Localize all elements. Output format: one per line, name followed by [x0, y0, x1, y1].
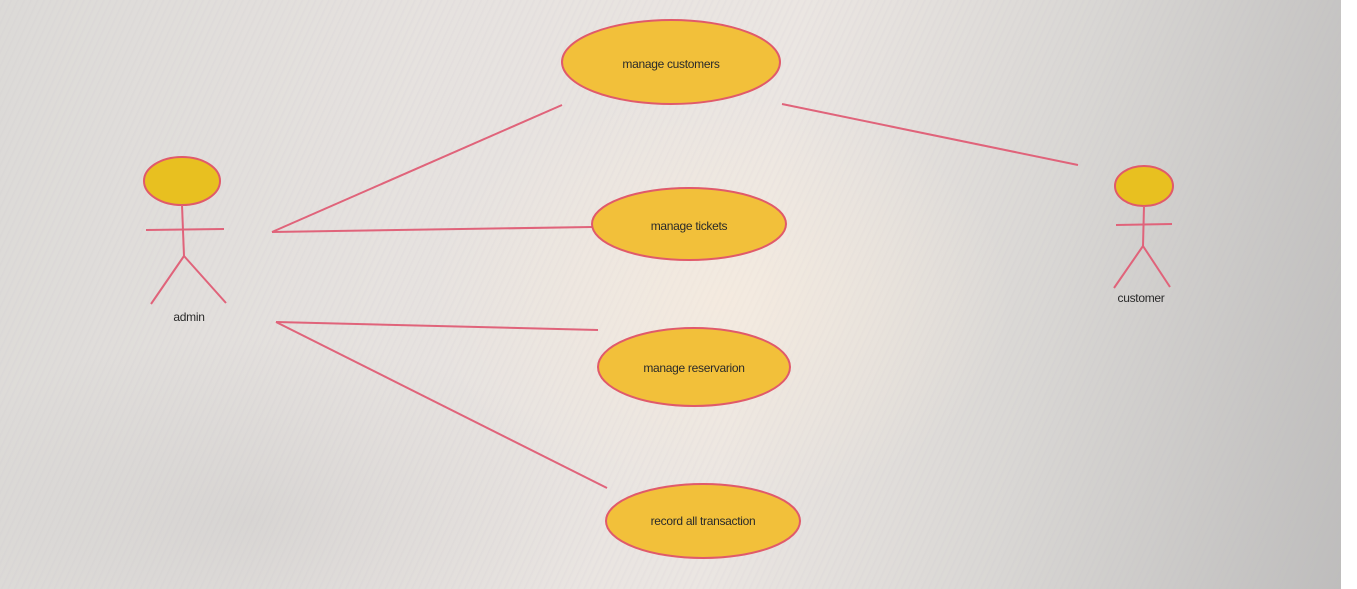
use-case-label: manage tickets: [651, 219, 728, 233]
use-case-label: manage reservarion: [643, 361, 744, 375]
actor-customer-left-leg: [1113, 245, 1144, 289]
use-case-manage-customers: manage customers: [561, 19, 781, 105]
actor-customer: customer: [1113, 165, 1174, 305]
actor-admin-label: admin: [173, 310, 204, 324]
actor-admin-arms: [145, 228, 225, 231]
actor-customer-label: customer: [1118, 291, 1165, 305]
association-admin-manage-reservation: [275, 321, 599, 331]
actor-customer-right-leg: [1142, 245, 1171, 288]
association-customer-manage-customers: [781, 103, 1079, 166]
actor-customer-body: [1142, 205, 1145, 247]
use-case-ellipse: [561, 19, 781, 105]
actor-admin-right-leg: [183, 255, 227, 304]
bezel-edge: [1341, 0, 1357, 589]
association-admin-record-transaction: [275, 321, 608, 489]
use-case-record-all-transaction: record all transaction: [605, 483, 801, 559]
use-case-ellipse: [597, 327, 791, 407]
use-case-ellipse: [605, 483, 801, 559]
actor-admin-head: [143, 156, 221, 206]
use-case-manage-reservation: manage reservarion: [597, 327, 791, 407]
use-case-ellipse: [591, 187, 787, 261]
actor-customer-arms: [1115, 223, 1173, 226]
use-case-label: manage customers: [622, 57, 720, 71]
association-admin-manage-customers: [271, 104, 563, 233]
actor-admin: admin: [143, 156, 227, 324]
use-case-label: record all transaction: [651, 514, 756, 528]
actor-customer-head: [1114, 165, 1174, 207]
actor-admin-left-leg: [150, 255, 185, 305]
association-admin-manage-tickets: [271, 226, 593, 233]
use-case-manage-tickets: manage tickets: [591, 187, 787, 261]
